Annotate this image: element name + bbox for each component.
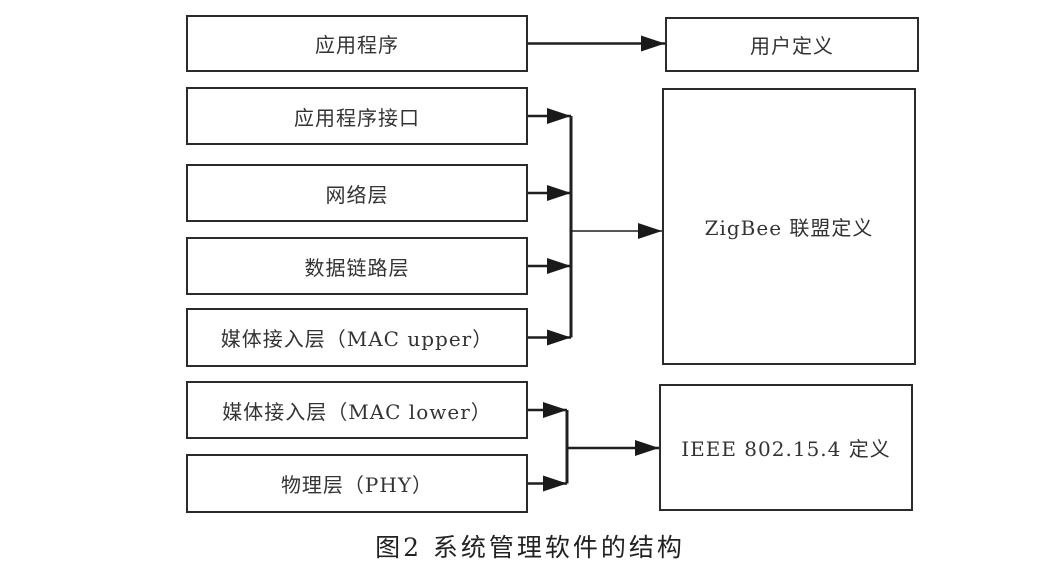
layer-label-physical: 物理层（PHY） [280, 473, 434, 497]
layer-label-data-link: 数据链路层 [304, 255, 410, 280]
layer-box-mac-lower: 媒体接入层（MAC lower） [186, 381, 528, 439]
layer-box-application-interface: 应用程序接口 [186, 87, 528, 145]
definer-label-user: 用户定义 [750, 34, 834, 58]
layer-label-mac-lower: 媒体接入层（MAC lower） [222, 399, 492, 424]
layer-label-application: 应用程序 [315, 33, 399, 57]
layer-label-network: 网络层 [325, 182, 389, 207]
definer-label-ieee-802-15-4: IEEE 802.15.4 定义 [681, 437, 891, 461]
layer-box-data-link: 数据链路层 [186, 237, 528, 295]
definer-box-zigbee-alliance: ZigBee 联盟定义 [662, 88, 916, 365]
layer-box-physical: 物理层（PHY） [186, 454, 528, 513]
definer-label-zigbee-alliance: ZigBee 联盟定义 [704, 216, 874, 240]
definer-box-user: 用户定义 [665, 17, 919, 72]
layer-box-mac-upper: 媒体接入层（MAC upper） [186, 308, 528, 367]
layer-label-mac-upper: 媒体接入层（MAC upper） [220, 327, 494, 351]
figure-caption: 图2 系统管理软件的结构 [375, 533, 685, 562]
layer-box-application: 应用程序 [186, 15, 528, 72]
layer-label-application-interface: 应用程序接口 [294, 105, 420, 130]
layer-box-network: 网络层 [186, 164, 528, 222]
definer-box-ieee-802-15-4: IEEE 802.15.4 定义 [659, 384, 913, 511]
